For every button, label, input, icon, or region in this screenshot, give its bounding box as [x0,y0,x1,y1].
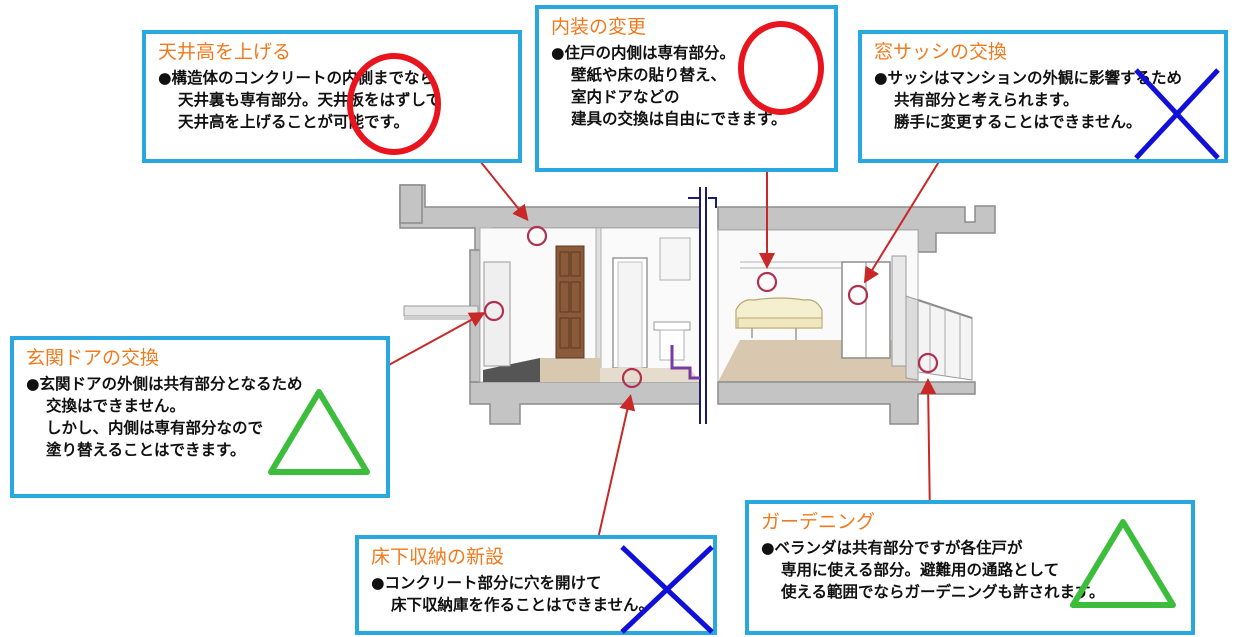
callout-gardening-line: 専用に使える部分。避難用の通路として [781,561,1060,579]
callout-entrance-line: 塗り替えることはできます。 [46,441,246,459]
callout-gardening-line: 使える範囲でならガーデニングも許されます。 [781,583,1105,601]
callout-underfloor-title: 床下収納の新設 [371,546,505,568]
callout-ceiling-title: 天井高を上げる [158,41,292,63]
location-markers [483,225,939,389]
callout-underfloor-line: 床下収納庫を作ることはできません。 [391,596,655,614]
callout-interior-line: ●住戸の内側は専有部分。 [551,44,736,62]
callout-gardening: ガーデニング ●ベランダは共有部分ですが各住戸が 専用に使える部分。避難用の通路… [745,500,1195,635]
marker-interior [756,271,778,293]
callout-window-title: 窓サッシの交換 [874,41,1008,63]
callout-entrance-line: しかし、内側は専有部分なので [46,419,264,437]
callout-entrance: 玄関ドアの交換 ●玄関ドアの外側は共有部分となるため 交換はできません。 しかし… [10,336,390,498]
callout-entrance-line: 交換はできません。 [46,397,186,415]
callout-interior-title: 内装の変更 [551,16,647,38]
balcony [905,295,973,381]
callout-ceiling-line: 天井裏も専有部分。天井板をはずして [178,91,442,109]
marker-entrance-door [483,300,505,322]
callout-window-line: ●サッシはマンションの外観に影響するため [874,69,1183,87]
callout-window: 窓サッシの交換 ●サッシはマンションの外観に影響するため 共有部分と考えられます… [858,30,1228,163]
callout-interior: 内装の変更 ●住戸の内側は専有部分。 壁紙や床の貼り替え、 室内ドアなどの 建具… [535,5,838,172]
callout-interior-line: 壁紙や床の貼り替え、 [571,66,727,84]
callout-ceiling-line: 天井高を上げることが可能です。 [178,113,409,131]
right-unit-structure [717,205,996,425]
marker-ceiling [526,225,548,247]
arrow-underfloor [594,394,636,553]
callout-gardening-line: ●ベランダは共有部分ですが各住戸が [761,539,1023,557]
callout-gardening-title: ガーデニング [761,511,876,533]
arrow-window [863,159,941,284]
callout-underfloor: 床下収納の新設 ●コンクリート部分に穴を開けて 床下収納庫を作ることはできません… [355,535,717,635]
marker-balcony [917,352,939,374]
callout-entrance-line: ●玄関ドアの外側は共有部分となるため [26,375,303,393]
vertical-pipes [670,187,717,424]
callout-ceiling: 天井高を上げる ●構造体のコンクリートの内側までなら 天井裏も専有部分。天井板を… [142,30,522,163]
callout-interior-line: 室内ドアなどの [571,88,680,106]
left-unit-structure [399,184,701,425]
callout-entrance-title: 玄関ドアの交換 [26,347,160,369]
marker-underfloor [621,367,643,389]
callout-window-line: 共有部分と考えられます。 [894,91,1079,109]
callout-underfloor-line: ●コンクリート部分に穴を開けて [371,574,602,592]
marker-window [847,284,869,306]
arrow-balcony [920,378,937,521]
callout-window-line: 勝手に変更することはできません。 [894,113,1142,131]
callout-ceiling-line: ●構造体のコンクリートの内側までなら [158,69,436,87]
callout-interior-line: 建具の交換は自由にできます。 [571,110,787,128]
